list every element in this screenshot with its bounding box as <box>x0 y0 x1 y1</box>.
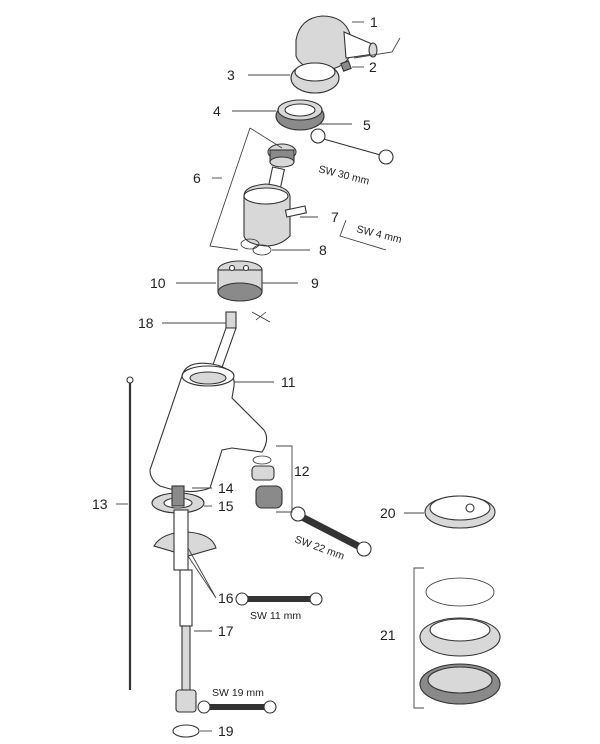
part-12-aerator <box>251 455 283 509</box>
part-2-grub-screw <box>340 60 352 72</box>
part-3-cover-ring <box>290 62 340 94</box>
callout-6: 6 <box>193 170 201 186</box>
callout-10: 10 <box>150 275 166 291</box>
retaining-clip <box>251 311 271 323</box>
tool-label-sw19: SW 19 mm <box>212 687 264 699</box>
part-1-lever-handle <box>295 15 378 71</box>
callout-7: 7 <box>331 209 339 225</box>
part-15-mounting-washer <box>151 485 205 514</box>
callout-3: 3 <box>227 67 235 83</box>
part-9-cartridge-base <box>217 260 263 302</box>
part-11-spout-body <box>149 362 268 493</box>
part-13-pop-up-rod <box>126 376 134 690</box>
part-21-drain-rings <box>419 577 501 705</box>
callout-9: 9 <box>311 275 319 291</box>
callout-18: 18 <box>138 315 154 331</box>
tool-label-sw30: SW 30 mm <box>317 163 371 187</box>
wrench-sw22 <box>290 506 372 557</box>
callout-8: 8 <box>319 242 327 258</box>
part-4-threaded-ring <box>275 99 325 131</box>
wrench-sw11 <box>235 592 323 606</box>
callout-17: 17 <box>218 623 234 639</box>
part-20-drain-cap <box>424 495 496 529</box>
part-16-fixing-plate <box>153 509 217 571</box>
part-6-cartridge <box>243 143 308 247</box>
callout-2: 2 <box>369 59 377 75</box>
part-7-hex-key <box>339 219 387 251</box>
part-19-nut <box>172 689 200 738</box>
part-17-threaded-rod <box>179 569 193 691</box>
callout-19: 19 <box>218 723 234 739</box>
wrench-sw30 <box>310 128 394 165</box>
callout-numbers: 1 2 3 4 5 6 7 8 9 10 11 12 13 14 15 16 1… <box>92 14 396 739</box>
callout-11: 11 <box>281 374 296 390</box>
callout-15: 15 <box>218 498 234 514</box>
callout-1: 1 <box>370 14 378 30</box>
callout-5: 5 <box>363 117 371 133</box>
part-8-o-rings <box>240 238 272 256</box>
callout-16: 16 <box>218 590 234 606</box>
tool-label-sw11: SW 11 mm <box>250 610 301 622</box>
leader-lines <box>116 21 424 732</box>
wrench-sw19 <box>197 700 277 714</box>
callout-13: 13 <box>92 496 108 512</box>
callout-21: 21 <box>380 627 396 643</box>
callout-4: 4 <box>213 103 221 119</box>
callout-20: 20 <box>380 505 396 521</box>
callout-12: 12 <box>294 463 310 479</box>
callout-14: 14 <box>218 480 234 496</box>
